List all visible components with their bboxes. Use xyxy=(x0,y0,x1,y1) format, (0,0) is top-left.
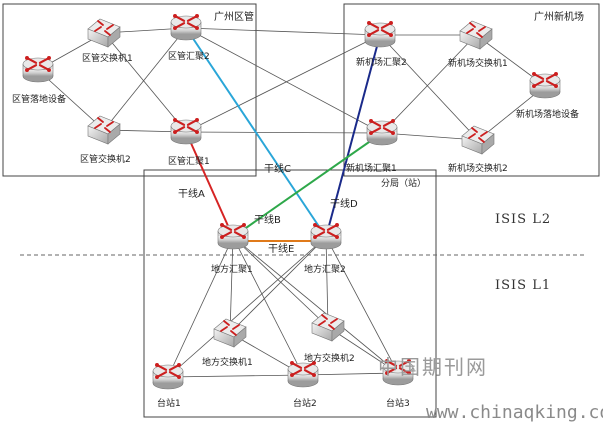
device-label: 新机场交换机2 xyxy=(448,162,508,174)
link xyxy=(232,236,304,376)
plain-links xyxy=(37,27,546,378)
link xyxy=(325,236,329,328)
router-icon xyxy=(287,360,319,388)
router-icon xyxy=(382,358,414,386)
router-icon xyxy=(310,222,342,250)
region-new-airport-box xyxy=(343,3,600,177)
link xyxy=(229,236,327,334)
link xyxy=(167,236,234,378)
device-label: 地方汇聚1 xyxy=(211,263,253,275)
link xyxy=(167,374,304,378)
device-label: 区管汇聚2 xyxy=(168,50,210,62)
trunk-a-label: 干线A xyxy=(178,187,205,200)
region-guangzhou-district-box xyxy=(2,3,257,177)
device-label: 新机场汇聚2 xyxy=(356,56,407,68)
trunk-d-label: 干线D xyxy=(330,197,358,210)
device-label: 新机场汇聚1 xyxy=(346,162,397,174)
region-sub-bureau-box xyxy=(143,169,437,418)
trunk-e-label: 干线E xyxy=(268,242,294,255)
link xyxy=(103,27,187,131)
region-label-sub-bureau: 分局（站） xyxy=(381,177,426,189)
link xyxy=(185,27,381,36)
link xyxy=(185,34,381,133)
link xyxy=(381,34,477,134)
region-label-guangzhou-district: 广州区管 xyxy=(214,10,254,23)
router-icon xyxy=(364,20,396,48)
trunk-c-line xyxy=(185,27,327,238)
switch-icon xyxy=(213,318,247,348)
trunk-d-line xyxy=(325,34,381,238)
device-label: 地方汇聚2 xyxy=(304,263,346,275)
switch-icon xyxy=(87,18,121,48)
router-icon xyxy=(152,362,184,390)
switch-icon xyxy=(459,20,493,50)
watermark-url: www.chinaqking.com xyxy=(426,402,603,423)
link xyxy=(379,34,479,141)
device-label: 区管交换机2 xyxy=(80,153,131,165)
isis-l2-label: ISIS L2 xyxy=(495,212,551,227)
link xyxy=(229,236,234,334)
link xyxy=(325,236,399,374)
switch-icon xyxy=(461,125,495,155)
trunk-a-line xyxy=(185,131,234,238)
router-icon xyxy=(170,13,202,41)
device-label: 地方交换机2 xyxy=(304,352,355,364)
switch-icon xyxy=(87,115,121,145)
device-label: 台站3 xyxy=(386,397,410,409)
device-label: 新机场交换机1 xyxy=(448,57,508,69)
link xyxy=(167,236,327,378)
device-label: 区管落地设备 xyxy=(12,93,66,105)
device-label: 台站1 xyxy=(157,397,181,409)
link xyxy=(185,27,383,134)
trunk-c-label: 干线C xyxy=(264,162,291,175)
router-icon xyxy=(529,71,561,99)
device-label: 新机场落地设备 xyxy=(516,108,579,120)
devices xyxy=(22,13,561,390)
isis-l1-label: ISIS L1 xyxy=(495,278,551,293)
device-label: 台站2 xyxy=(293,397,317,409)
router-icon xyxy=(170,117,202,145)
router-icon xyxy=(217,222,249,250)
router-icon xyxy=(366,118,398,146)
watermark-chinese: 中国期刊网 xyxy=(378,355,488,379)
router-icon xyxy=(22,55,54,83)
link xyxy=(185,131,383,134)
link xyxy=(232,236,399,374)
trunk-b-label: 干线B xyxy=(254,213,281,226)
device-label: 区管交换机1 xyxy=(82,52,133,64)
link xyxy=(302,372,399,376)
device-label: 地方交换机1 xyxy=(202,356,253,368)
trunk-green-line xyxy=(232,132,383,238)
link xyxy=(103,32,187,133)
device-label: 区管汇聚1 xyxy=(168,155,210,167)
region-label-new-airport: 广州新机场 xyxy=(534,10,584,23)
switch-icon xyxy=(311,312,345,342)
